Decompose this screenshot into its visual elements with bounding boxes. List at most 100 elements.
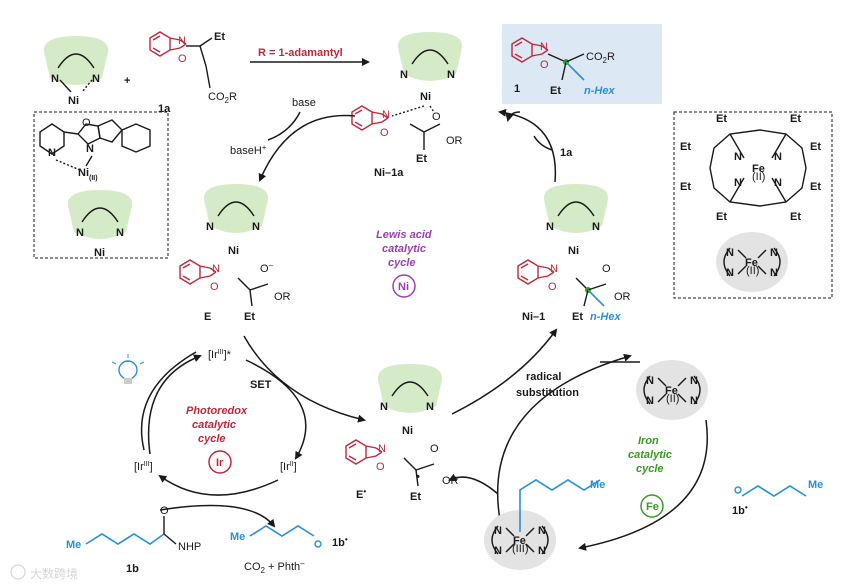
n-atom: N bbox=[774, 177, 782, 189]
plus-sign: + bbox=[124, 75, 130, 87]
ethyl-label: Et bbox=[244, 311, 255, 323]
base-h-label: baseH+ bbox=[230, 143, 267, 157]
ni-metal: Ni bbox=[94, 247, 105, 259]
photoredox-line1: Photoredox bbox=[186, 405, 248, 417]
methyl-label: Me bbox=[230, 531, 245, 543]
iron-cycle-line1: Iron bbox=[638, 435, 659, 447]
compound-1a-right-label: 1a bbox=[560, 147, 573, 159]
substrate-1b: Me O NHP 1b bbox=[66, 505, 201, 575]
fe-cycle-icon bbox=[640, 494, 664, 518]
o-atom: O bbox=[160, 505, 169, 517]
n-atom: N bbox=[726, 247, 734, 259]
ir-ii: [IrII] bbox=[280, 461, 297, 473]
compound-1b-radical-label: 1b• bbox=[332, 535, 348, 549]
ethyl-label: Et bbox=[410, 491, 421, 503]
ethyl-label: Et bbox=[790, 211, 801, 223]
lewis-cycle-line1: Lewis acid bbox=[376, 229, 432, 241]
intermediate-e-radical: N N Ni N O • Et O OR E• bbox=[345, 363, 459, 503]
ethyl-label: Et bbox=[550, 85, 561, 97]
ethyl-label: Et bbox=[716, 211, 727, 223]
n-atom: N bbox=[550, 263, 558, 275]
iron-porphyrin-structure: N N N N Fe (II) Et Et Et Et Et Et Et Et bbox=[680, 113, 821, 223]
ni-metal: Ni bbox=[568, 245, 579, 257]
o-atom: O bbox=[380, 127, 389, 139]
photoredox-cycle: [IrIII]* [IrIII] [IrII] SET Photoredox c… bbox=[134, 349, 307, 496]
co2-phth-byproduct: CO2 + Phth– bbox=[244, 559, 305, 575]
fe-iii-ox: (III) bbox=[512, 543, 529, 555]
iron-cycle-arrow-down bbox=[578, 419, 708, 551]
ethyl-label: Et bbox=[680, 141, 691, 153]
n-hexyl-label: n-Hex bbox=[590, 311, 621, 323]
cycle-arrow-radical-capture bbox=[451, 328, 558, 415]
substrate-1a-structure: N O Et CO2R 1a bbox=[149, 31, 237, 115]
o-atom: O bbox=[210, 281, 219, 293]
n-atom: N bbox=[734, 151, 742, 163]
intermediate-ni-1a: N N Ni N O Et O OR Ni–1a bbox=[351, 31, 463, 179]
lewis-cycle-line2: catalytic bbox=[382, 243, 426, 255]
fe-ii-ox: (II) bbox=[746, 265, 759, 277]
product-release-arrow bbox=[505, 111, 521, 122]
ethyl-label: Et bbox=[810, 141, 821, 153]
ni-metal: Ni bbox=[420, 91, 431, 103]
n-atom: N bbox=[378, 443, 386, 455]
ir-cycle-metal: Ir bbox=[216, 457, 224, 469]
or-label: OR bbox=[442, 475, 459, 487]
ni-ligand-schematic: N N Ni bbox=[67, 189, 133, 259]
n-atom: N bbox=[540, 41, 548, 53]
o-atom: O bbox=[430, 443, 439, 455]
o-atom: O bbox=[376, 461, 385, 473]
photoredox-line2: catalytic bbox=[192, 419, 236, 431]
intermediate-e: N N Ni N O Et O– OR E bbox=[179, 183, 291, 323]
ethyl-label: Et bbox=[416, 153, 427, 165]
ni-cycle-metal: Ni bbox=[398, 281, 409, 293]
ir-cycle-icon bbox=[208, 450, 232, 474]
product-1-label: 1 bbox=[514, 83, 520, 95]
iron-iii-alkyl-complex: N N N N Fe (III) Me bbox=[483, 479, 605, 571]
n-atom: N bbox=[546, 221, 554, 233]
o-atom: O bbox=[178, 53, 187, 65]
compound-1b-label: 1b bbox=[126, 563, 139, 575]
n-atom: N bbox=[400, 69, 408, 81]
o-atom: O bbox=[432, 111, 441, 123]
iron-porphyrin-definition-box bbox=[673, 111, 833, 299]
watermark: 大数跨境 bbox=[10, 564, 78, 581]
n-atom: N bbox=[538, 545, 546, 557]
n-hexyl-label: n-Hex bbox=[584, 85, 615, 97]
ethyl-label: Et bbox=[716, 113, 727, 125]
n-atom: N bbox=[734, 177, 742, 189]
light-arrow bbox=[140, 351, 197, 451]
iron-ii-complex: N N N N Fe (II) bbox=[635, 359, 709, 421]
n-atom: N bbox=[76, 227, 84, 239]
ligand-definition-box bbox=[33, 111, 169, 259]
ethyl-label: Et bbox=[680, 181, 691, 193]
base-label: base bbox=[292, 97, 316, 109]
or-label: OR bbox=[274, 291, 291, 303]
ni-cycle-icon bbox=[392, 274, 416, 298]
intermediate-e-label: E bbox=[204, 311, 211, 323]
watermark-text: 大数跨境 bbox=[30, 566, 78, 581]
ethyl-label: Et bbox=[810, 181, 821, 193]
n-atom: N bbox=[726, 267, 734, 279]
n-atom: N bbox=[592, 221, 600, 233]
intermediate-ni-1-label: Ni–1 bbox=[522, 311, 545, 323]
n-atom: N bbox=[116, 227, 124, 239]
o-atom: O bbox=[540, 59, 549, 71]
ir-iii: [IrIII] bbox=[134, 461, 153, 473]
radical-dot: • bbox=[416, 471, 420, 483]
r-definition: R = 1-adamantyl bbox=[258, 47, 343, 59]
product-1-structure: N O CO2R Et n-Hex 1 bbox=[511, 37, 615, 97]
cycle-arrow-set bbox=[243, 335, 366, 423]
pyridine-oxazoline-ligand: N N O Ni(II) bbox=[39, 117, 151, 182]
n-atom: N bbox=[178, 35, 186, 47]
n-atom: N bbox=[426, 401, 434, 413]
fe-metal: Fe bbox=[745, 257, 758, 269]
ni-metal: Ni bbox=[402, 425, 413, 437]
iron-cycle-line2: catalytic bbox=[628, 449, 672, 461]
fe-metal: Fe bbox=[513, 535, 526, 547]
n-atom: N bbox=[212, 263, 220, 275]
ni-metal: Ni bbox=[228, 245, 239, 257]
fe-ii-ox: (II) bbox=[752, 171, 765, 183]
n-atom: N bbox=[538, 525, 546, 537]
